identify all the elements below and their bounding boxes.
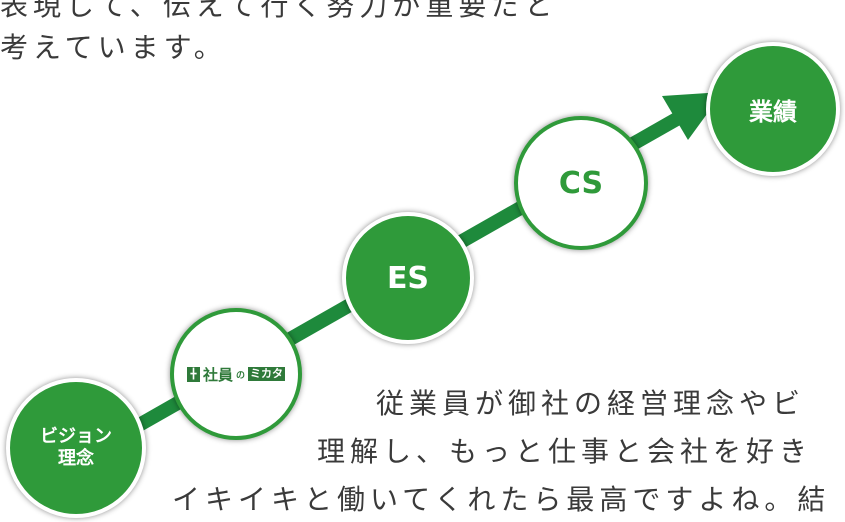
vision-philosophy-node: ビジョン 理念 bbox=[6, 378, 146, 518]
body-text-line-2: 理解し、もっと仕事と会社を好き bbox=[317, 435, 813, 468]
intro-text-line-2: 考えています。 bbox=[0, 31, 227, 64]
body-text-line-1: 従業員が御社の経営理念やビ bbox=[376, 387, 806, 420]
results-node: 業績 bbox=[706, 42, 840, 176]
logo-tag-text: ミカタ bbox=[248, 367, 286, 381]
logo-mark-icon: ╋ bbox=[186, 366, 200, 382]
cs-label: CS bbox=[558, 165, 604, 201]
vision-label: ビジョン bbox=[40, 425, 112, 447]
es-node: ES bbox=[342, 212, 474, 344]
philosophy-label: 理念 bbox=[58, 448, 94, 469]
es-label: ES bbox=[386, 260, 430, 296]
shain-no-mikata-node: ╋ 社員 の ミカタ bbox=[170, 308, 302, 440]
logo-sub-text: の bbox=[236, 370, 246, 381]
cs-node: CS bbox=[514, 116, 648, 250]
shain-no-mikata-logo: ╋ 社員 の ミカタ bbox=[186, 364, 286, 385]
results-label: 業績 bbox=[749, 97, 797, 126]
body-text-line-3: イキイキと働いてくれたら最高ですよね。結 bbox=[172, 483, 831, 516]
logo-text: 社員 bbox=[202, 365, 233, 384]
intro-text-line-1: 表現して、伝えて行く努力が重要だと bbox=[0, 0, 558, 22]
